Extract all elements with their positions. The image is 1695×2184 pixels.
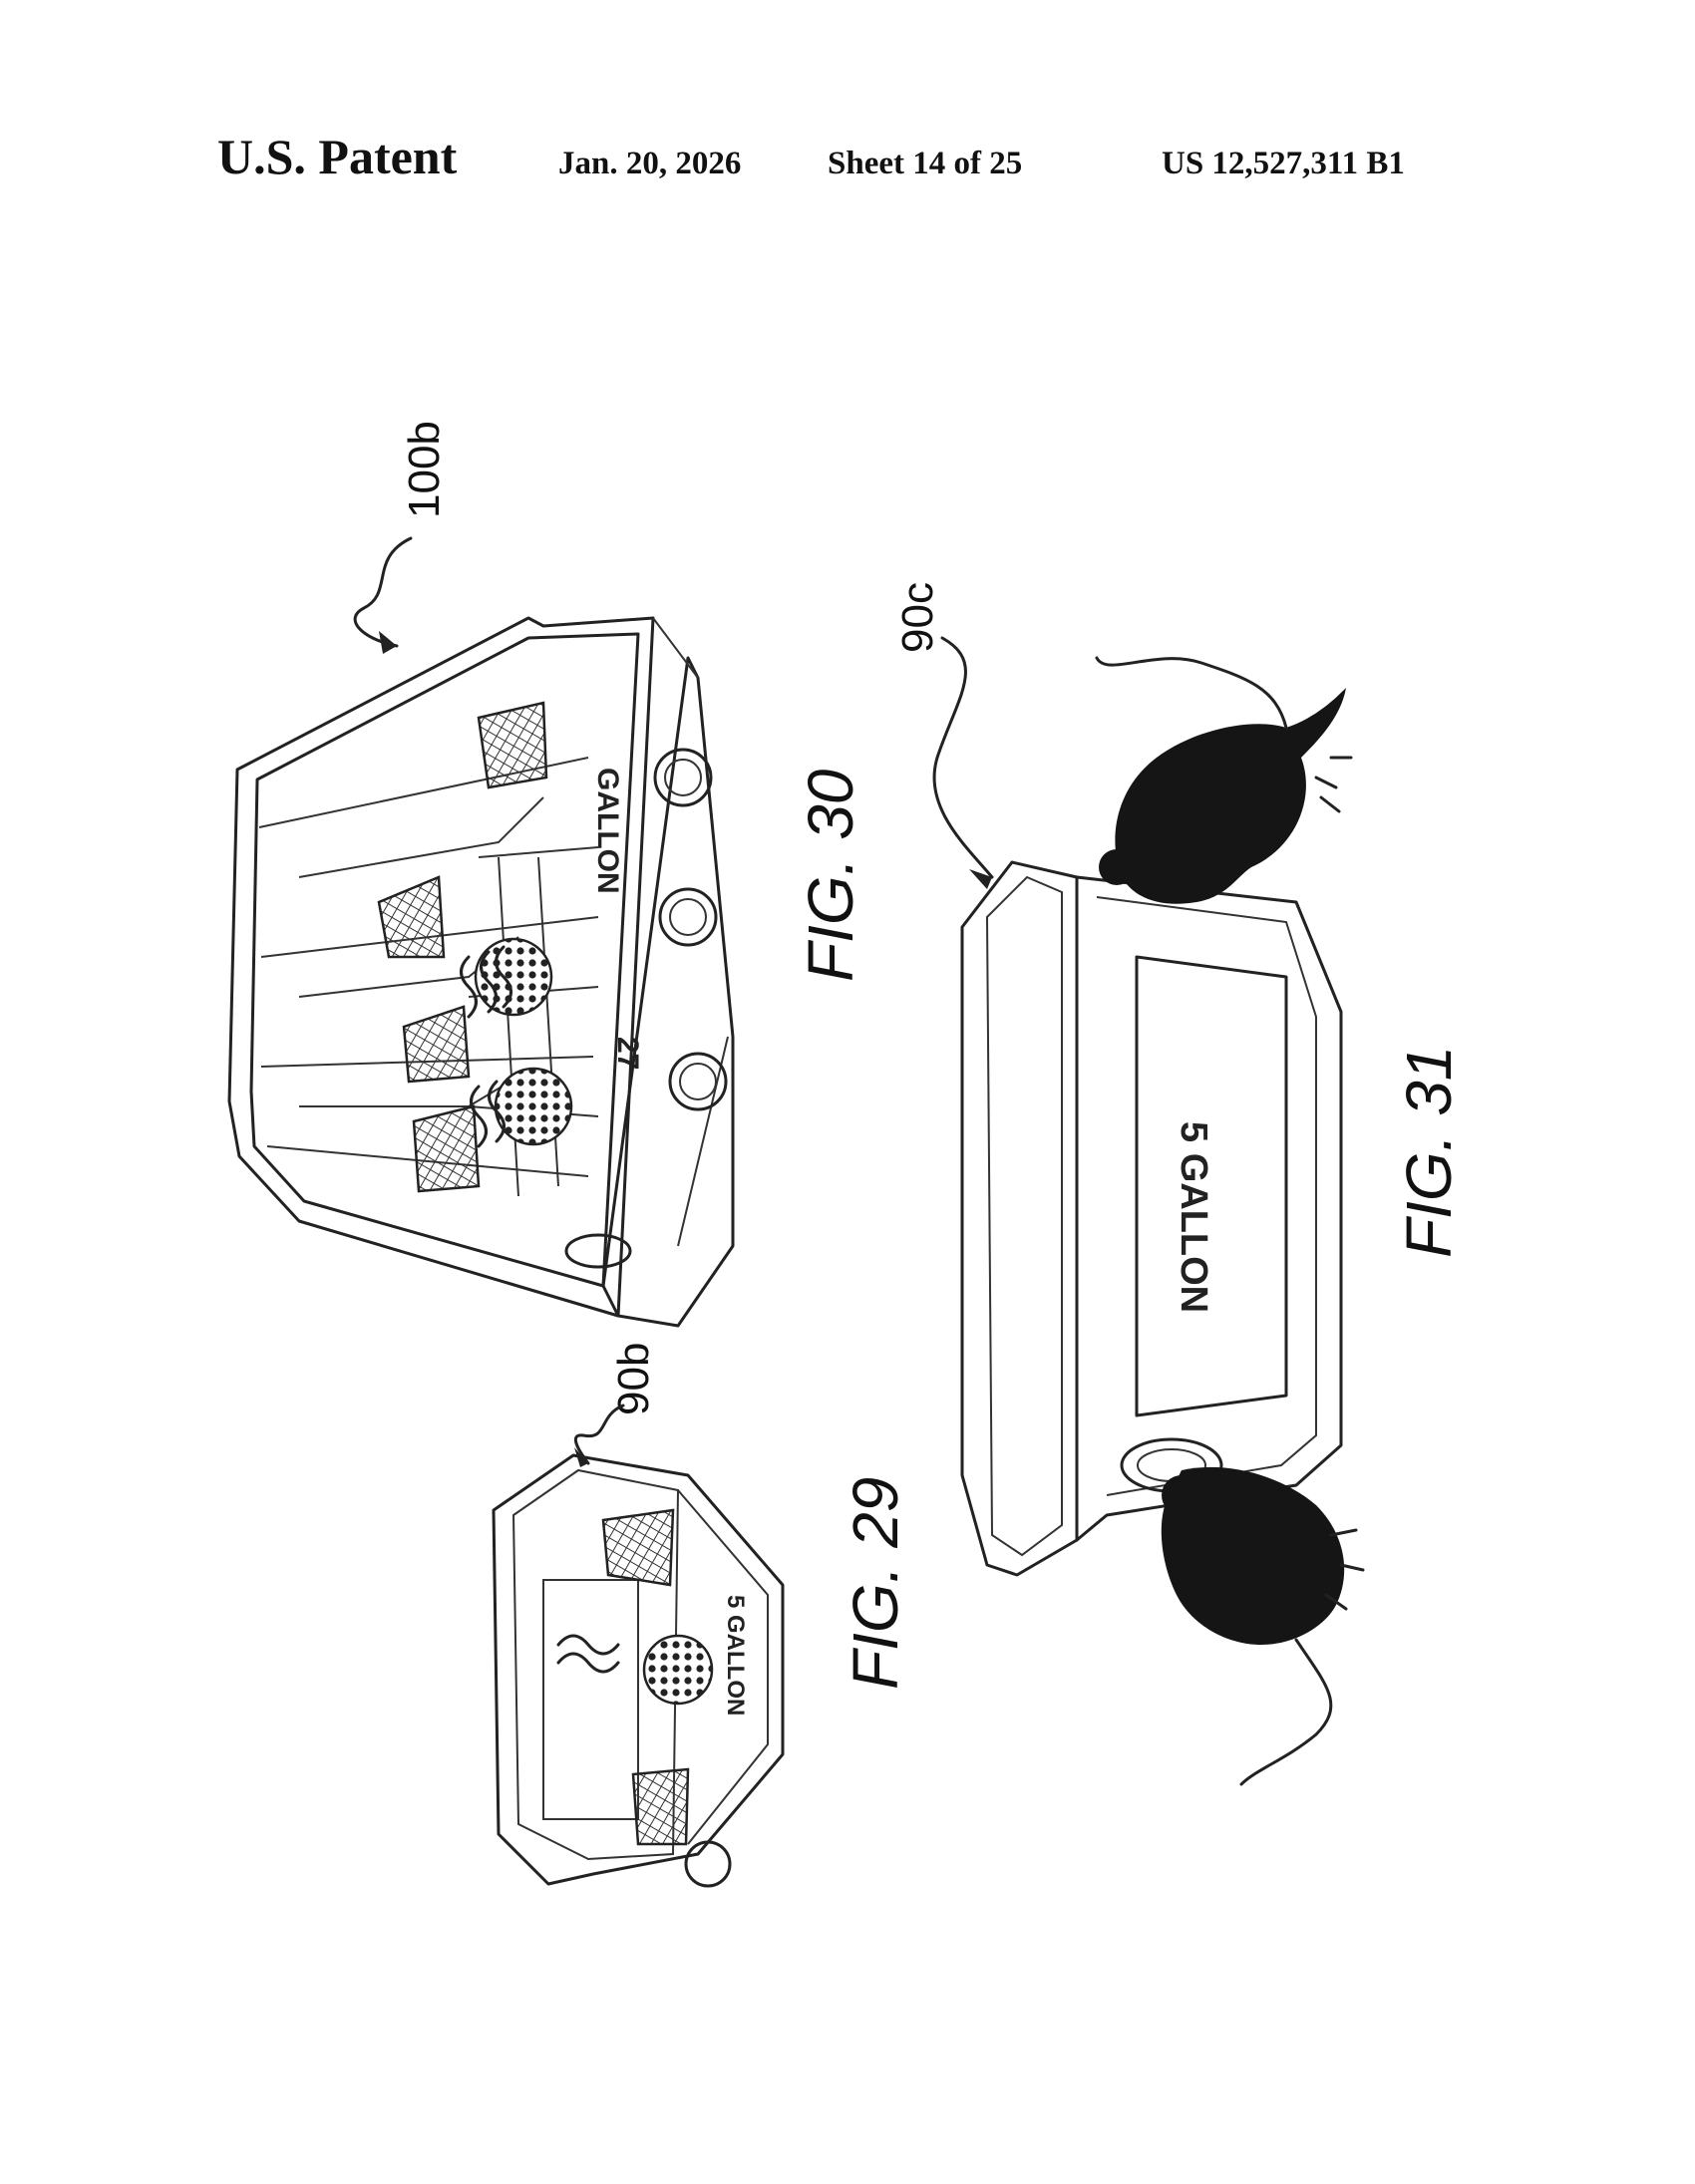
lure-disc-3 bbox=[642, 1634, 714, 1706]
figure-30: 100b GALLON 2 bbox=[227, 421, 866, 1328]
container-outline bbox=[492, 1453, 785, 1886]
sheet-number: Sheet 14 of 25 bbox=[828, 146, 1023, 181]
ref-arrow-90b bbox=[573, 1404, 625, 1465]
rodent-top-tail bbox=[1095, 656, 1288, 730]
container-marking-90c: 5 GALLON bbox=[1173, 1121, 1214, 1313]
container-lid bbox=[960, 860, 1079, 1577]
bait-cone-2 bbox=[402, 1005, 471, 1084]
figure-29: 90b 5 GALLON FIG. 29 bbox=[492, 1343, 911, 1888]
entry-port-4 bbox=[564, 1233, 632, 1269]
rodent-top bbox=[1115, 688, 1346, 904]
entry-port-1 bbox=[653, 748, 713, 807]
label-panel bbox=[1135, 955, 1288, 1417]
bait-cone-3 bbox=[412, 1104, 481, 1193]
tray-side-wall bbox=[601, 656, 735, 1328]
patent-number: US 12,527,311 B1 bbox=[1162, 146, 1405, 181]
entry-port-2 bbox=[658, 887, 718, 947]
bait-cone-4 bbox=[477, 701, 548, 789]
container-marking-90b: 5 GALLON bbox=[722, 1595, 749, 1716]
fig29-caption: FIG. 29 bbox=[840, 1477, 911, 1690]
container-body bbox=[1075, 875, 1343, 1542]
tray-rim-inner bbox=[249, 632, 640, 1288]
fig30-caption: FIG. 30 bbox=[795, 769, 866, 982]
rodent-bottom bbox=[1161, 1466, 1345, 1645]
bait-cone-6 bbox=[631, 1767, 690, 1846]
tray-marking-gallon: GALLON bbox=[591, 768, 624, 894]
ref-label-90b: 90b bbox=[609, 1343, 658, 1415]
bait-cone-1 bbox=[377, 875, 446, 959]
patent-title: U.S. Patent bbox=[217, 129, 458, 184]
lure-disc-2 bbox=[494, 1067, 573, 1146]
figure-31: 90c 5 GALLON FIG. 31 bbox=[893, 582, 1465, 1786]
patent-date: Jan. 20, 2026 bbox=[558, 146, 742, 181]
tray-rim-outer bbox=[227, 616, 655, 1318]
entry-port-3 bbox=[668, 1052, 728, 1111]
ref-label-100b: 100b bbox=[400, 421, 449, 518]
ref-arrow-100b bbox=[353, 536, 413, 648]
tray-marking-27: 27 bbox=[611, 1037, 644, 1070]
ref-label-90c: 90c bbox=[893, 582, 942, 653]
bait-cone-5 bbox=[601, 1508, 675, 1587]
lure-disc-1 bbox=[474, 937, 553, 1017]
entry-port-5 bbox=[684, 1840, 732, 1888]
fig31-caption: FIG. 31 bbox=[1393, 1046, 1465, 1258]
ref-arrow-90c bbox=[932, 636, 994, 879]
rodent-bottom-tail bbox=[1239, 1638, 1333, 1786]
